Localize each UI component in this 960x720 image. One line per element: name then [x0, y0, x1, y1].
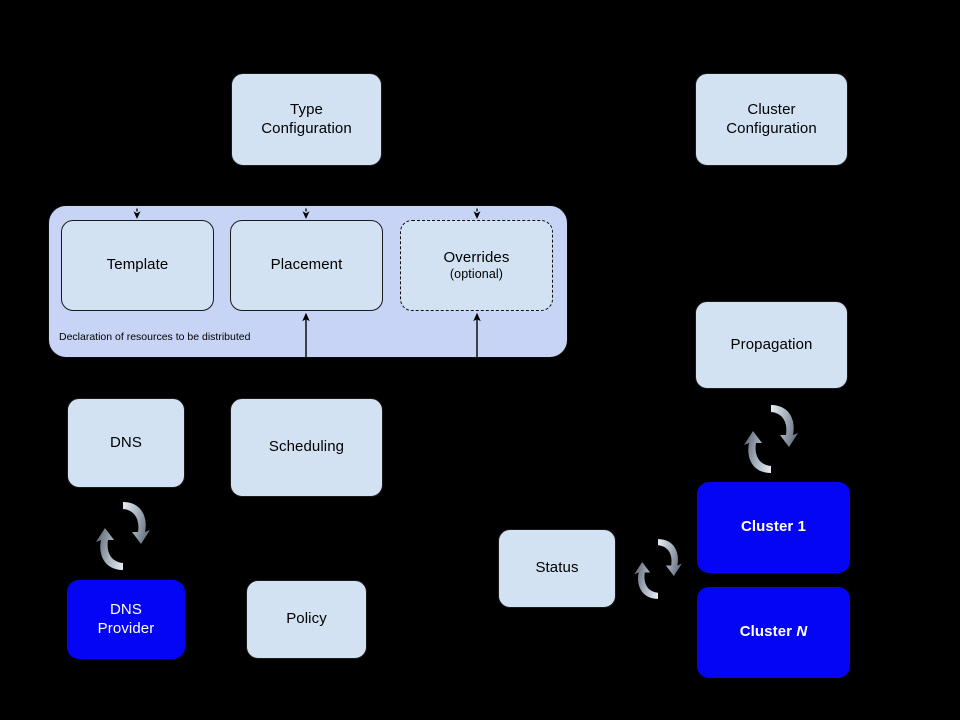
node-overrides[interactable]: Overrides (optional) — [400, 220, 553, 311]
node-dns[interactable]: DNS — [67, 398, 185, 488]
node-dns-provider-label: DNS Provider — [97, 601, 155, 637]
propagation-sync-icon — [744, 405, 798, 473]
node-cluster-n-label: Cluster N — [739, 623, 808, 641]
node-template[interactable]: Template — [61, 220, 214, 311]
node-type-configuration[interactable]: Type Configuration — [231, 73, 382, 166]
node-cluster-configuration-label: Cluster Configuration — [726, 101, 817, 137]
dns-sync-icon — [96, 502, 150, 570]
node-cluster-1-label: Cluster 1 — [740, 518, 807, 536]
node-cluster-1[interactable]: Cluster 1 — [697, 482, 850, 573]
node-cluster-configuration[interactable]: Cluster Configuration — [695, 73, 848, 166]
node-propagation[interactable]: Propagation — [695, 301, 848, 389]
group-caption: Declaration of resources to be distribut… — [59, 331, 251, 343]
node-policy[interactable]: Policy — [246, 580, 367, 659]
node-propagation-label: Propagation — [730, 335, 813, 353]
node-placement[interactable]: Placement — [230, 220, 383, 311]
status-sync-icon — [634, 539, 682, 599]
node-overrides-label: Overrides (optional) — [443, 248, 510, 282]
node-status-label: Status — [535, 559, 579, 577]
node-template-label: Template — [106, 256, 169, 274]
node-dns-provider[interactable]: DNS Provider — [67, 580, 185, 659]
node-cluster-n[interactable]: Cluster N — [697, 587, 850, 678]
node-dns-label: DNS — [110, 433, 142, 451]
node-scheduling[interactable]: Scheduling — [230, 398, 383, 497]
node-policy-label: Policy — [286, 610, 327, 628]
node-placement-label: Placement — [270, 256, 343, 274]
node-scheduling-label: Scheduling — [268, 438, 345, 456]
node-type-configuration-label: Type Configuration — [261, 101, 352, 137]
node-status[interactable]: Status — [498, 529, 616, 608]
